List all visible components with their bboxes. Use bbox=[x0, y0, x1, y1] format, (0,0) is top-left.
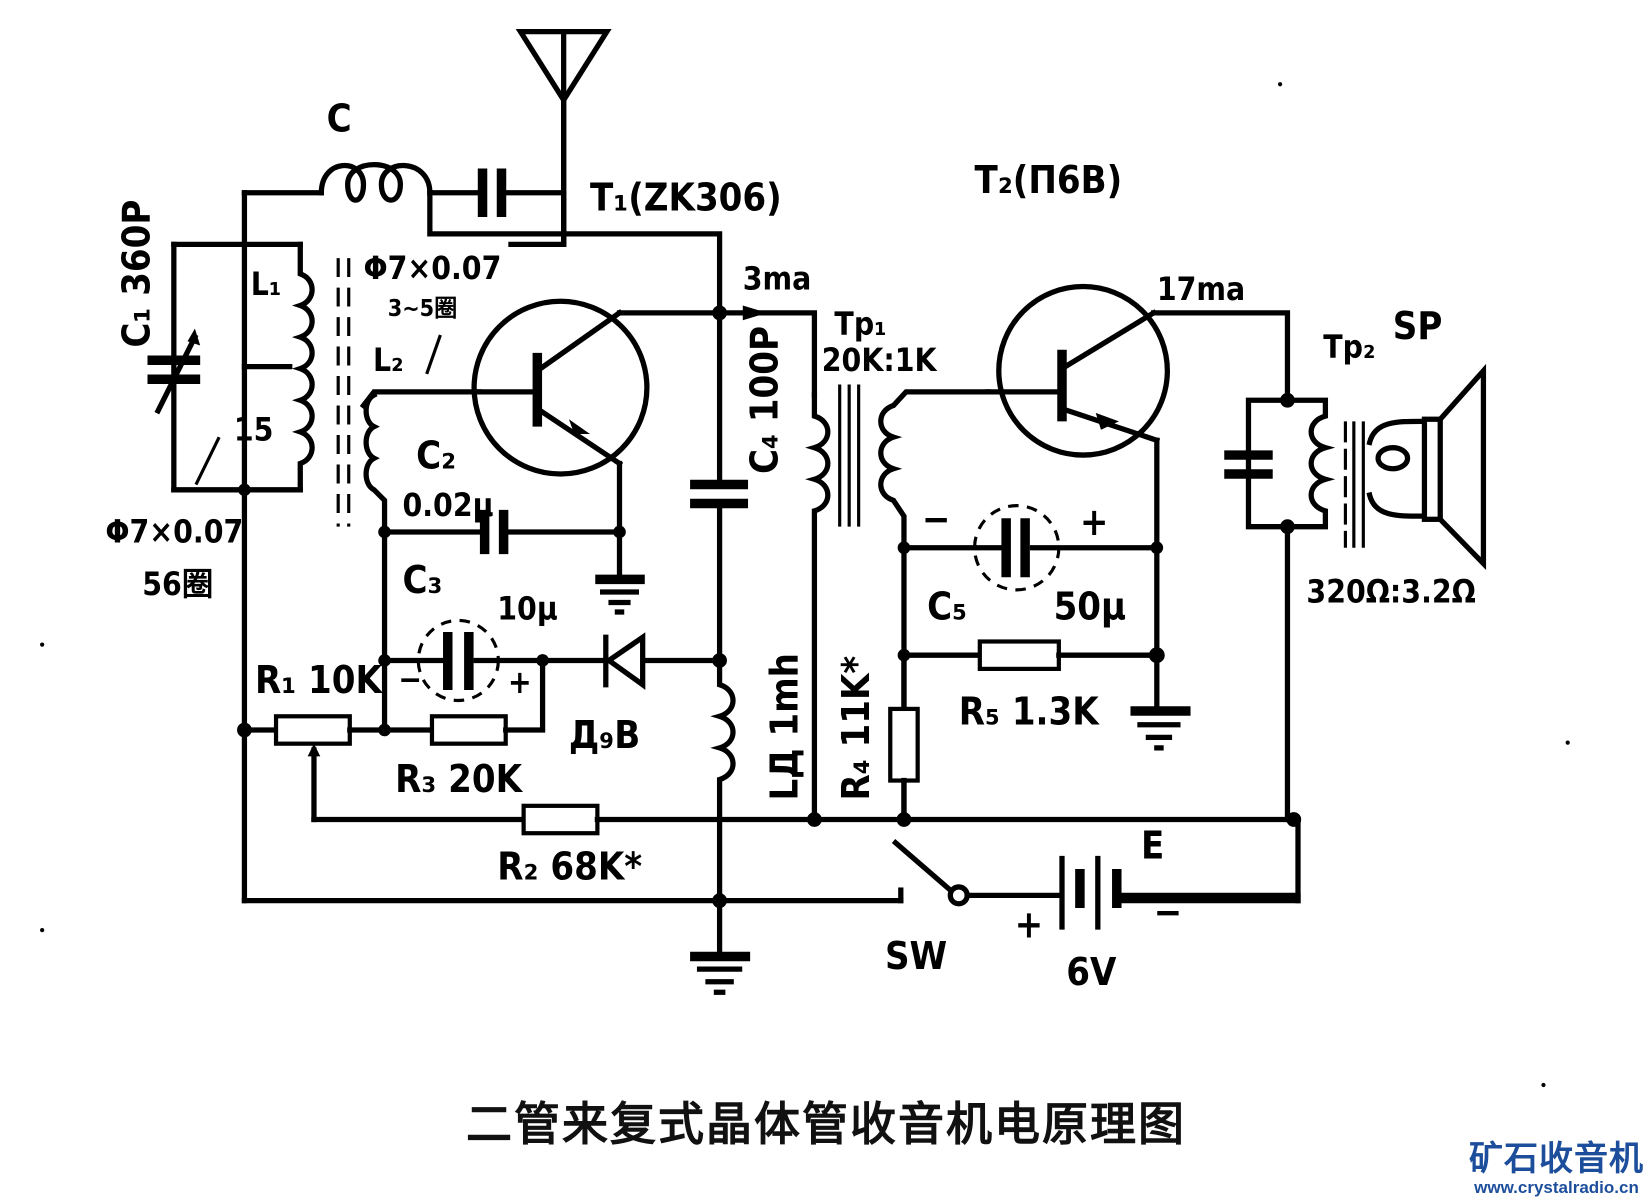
switch-sw bbox=[891, 838, 1062, 907]
tp2-label: Tp₂ bbox=[1323, 330, 1375, 366]
junction bbox=[378, 654, 391, 667]
scan-speck bbox=[1541, 1082, 1546, 1088]
transformer-tp1 bbox=[805, 384, 991, 823]
junction bbox=[238, 483, 251, 497]
diagram-caption: 二管来复式晶体管收音机电原理图 bbox=[466, 1097, 1186, 1151]
speaker-label: SP bbox=[1393, 304, 1443, 348]
c2-value-label: 0.02μ bbox=[402, 488, 493, 524]
transformer-tp2 bbox=[1224, 397, 1425, 823]
c1-label: C₁ 360P bbox=[115, 200, 159, 348]
l1-label: L₁ bbox=[251, 267, 282, 303]
c5-value-label: 50μ bbox=[1054, 584, 1127, 628]
c5-minus-label: − bbox=[922, 497, 951, 541]
antenna-symbol bbox=[508, 28, 612, 248]
tp1-ratio-label: 20K:1K bbox=[822, 343, 938, 379]
l2-spec-label: Φ7×0.07 bbox=[363, 251, 501, 287]
junction bbox=[897, 541, 911, 555]
potentiometer-r1 bbox=[241, 714, 388, 823]
scan-speck bbox=[40, 642, 45, 647]
r5-label: R₅ 1.3K bbox=[959, 690, 1100, 734]
watermark: 矿石收音机 www.crystalradio.cn bbox=[1469, 1140, 1644, 1198]
c5-label: C₅ bbox=[927, 584, 967, 628]
l2-label: L₂ bbox=[373, 343, 404, 379]
c3-minus-label: − bbox=[398, 662, 422, 698]
l2-coil bbox=[359, 334, 483, 535]
ground-symbol bbox=[595, 574, 645, 615]
junction bbox=[712, 893, 727, 909]
r1-label: R₁ 10K bbox=[255, 658, 384, 702]
r2-label: R₂ 68K* bbox=[497, 845, 642, 889]
choke-coil bbox=[710, 657, 736, 898]
watermark-url: www.crystalradio.cn bbox=[1474, 1178, 1639, 1197]
resistor-r3 bbox=[381, 657, 546, 746]
capacitor-c2 bbox=[381, 509, 623, 582]
c3-label: C₃ bbox=[402, 558, 442, 602]
t1-label: T₁(ZK306) bbox=[590, 176, 782, 220]
t2-current-label: 17ma bbox=[1157, 272, 1245, 308]
resistor-r4 bbox=[888, 652, 920, 823]
ground-symbol-t2 bbox=[1130, 706, 1191, 751]
capacitor-c3 bbox=[381, 529, 546, 733]
coupling-coil-c bbox=[241, 162, 723, 314]
junction bbox=[807, 812, 822, 827]
speaker-icon bbox=[1421, 363, 1487, 571]
capacitor-c5 bbox=[901, 504, 1160, 592]
battery-e bbox=[1059, 855, 1301, 930]
l1-turns-label: 56圈 bbox=[142, 567, 213, 603]
scan-speck bbox=[1277, 82, 1283, 87]
coupling-coil-label: C bbox=[327, 97, 352, 141]
l1-spec-label: Φ7×0.07 bbox=[105, 514, 243, 550]
r4-label: R₄ 11K* bbox=[834, 656, 878, 801]
tuning-tank bbox=[147, 241, 351, 904]
junction bbox=[896, 812, 912, 827]
junction bbox=[1280, 519, 1295, 535]
battery-minus-label: − bbox=[1154, 890, 1183, 934]
battery-label: E bbox=[1141, 823, 1164, 867]
resistor-r2 bbox=[311, 803, 1301, 836]
junction bbox=[1280, 392, 1295, 408]
choke-label: LД 1mh bbox=[763, 653, 807, 801]
scan-speck bbox=[40, 928, 45, 933]
battery-plus-label: + bbox=[1015, 903, 1044, 947]
c3-value-label: 10μ bbox=[497, 591, 558, 627]
diode-label: Д₉B bbox=[569, 713, 640, 757]
tp1-label: Tp₁ bbox=[834, 307, 886, 343]
junction bbox=[613, 525, 626, 539]
switch-label: SW bbox=[885, 934, 947, 978]
c4-value-label: C₄ 100P bbox=[743, 326, 787, 474]
r3-label: R₃ 20K bbox=[395, 757, 524, 801]
capacitor-c4 bbox=[690, 310, 749, 664]
tp2-ratio-label: 320Ω:3.2Ω bbox=[1306, 575, 1475, 611]
junction bbox=[1150, 541, 1164, 555]
l1-tap-label: 15 bbox=[234, 412, 274, 448]
battery-voltage-label: 6V bbox=[1066, 950, 1117, 994]
watermark-title: 矿石收音机 bbox=[1469, 1139, 1644, 1179]
t2-label: T₂(П6B) bbox=[975, 158, 1123, 202]
c5-plus-label: + bbox=[1080, 500, 1109, 544]
ground-symbol-main bbox=[690, 951, 751, 995]
transistor-t1 bbox=[471, 298, 723, 535]
l2-turns-label: 3~5圈 bbox=[388, 295, 458, 322]
c3-plus-label: + bbox=[508, 665, 532, 701]
crossover bbox=[1148, 647, 1165, 664]
resistor-r5 bbox=[901, 639, 1160, 711]
current-arrow-t1 bbox=[716, 305, 818, 398]
t1-current-label: 3ma bbox=[743, 262, 812, 298]
scan-speck bbox=[1565, 740, 1570, 745]
diode-d9b bbox=[539, 632, 723, 690]
power-bus bbox=[241, 816, 1301, 956]
c2-label: C₂ bbox=[416, 434, 456, 478]
antenna-capacitor bbox=[427, 97, 567, 217]
